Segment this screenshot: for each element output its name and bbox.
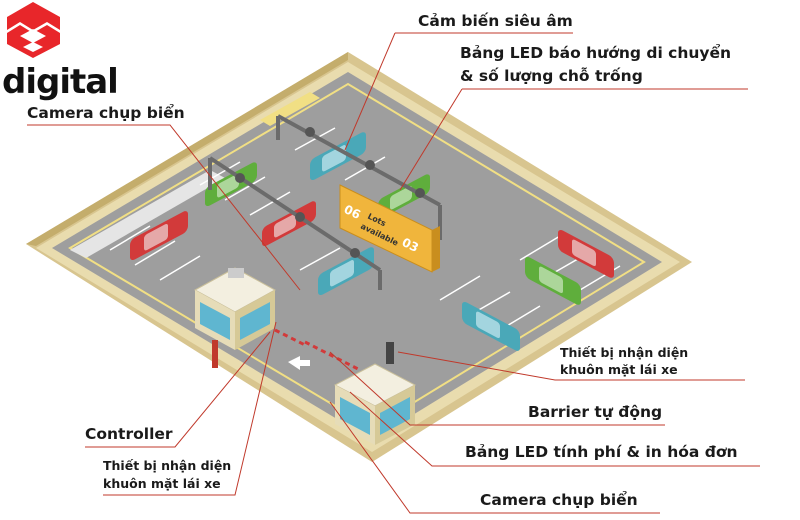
label-face-left-line2: khuôn mặt lái xe	[103, 476, 221, 491]
label-led-direction-line2: & số lượng chỗ trống	[460, 67, 643, 85]
label-controller: Controller	[85, 425, 173, 443]
callout-lines	[27, 32, 760, 514]
car	[558, 229, 614, 278]
label-ultrasonic-sensor: Cảm biến siêu âm	[418, 12, 573, 30]
label-camera-top: Camera chụp biển	[27, 104, 185, 122]
ultrasonic-sensor-icon	[235, 127, 425, 258]
entry-booth	[193, 267, 306, 368]
sign-left-count: 06	[342, 202, 363, 222]
car	[462, 301, 520, 351]
sign-right-count: 03	[400, 235, 421, 255]
label-face-left-line1: Thiết bị nhận diện	[103, 458, 232, 473]
digital-logo-icon	[7, 2, 60, 58]
label-led-fee: Bảng LED tính phí & in hóa đơn	[465, 443, 738, 461]
label-camera-bottom: Camera chụp biển	[480, 491, 638, 509]
label-barrier: Barrier tự động	[528, 403, 663, 421]
cars	[130, 132, 614, 351]
brand-name: digital	[2, 62, 119, 102]
car	[262, 201, 316, 247]
car	[525, 256, 581, 305]
label-led-direction-line1: Bảng LED báo hướng di chuyển	[460, 44, 732, 62]
label-face-right-line2: khuôn mặt lái xe	[560, 362, 678, 377]
car	[130, 211, 188, 261]
car	[378, 174, 430, 219]
direction-arrow-icon	[288, 356, 310, 370]
label-face-right-line1: Thiết bị nhận diện	[560, 345, 689, 360]
